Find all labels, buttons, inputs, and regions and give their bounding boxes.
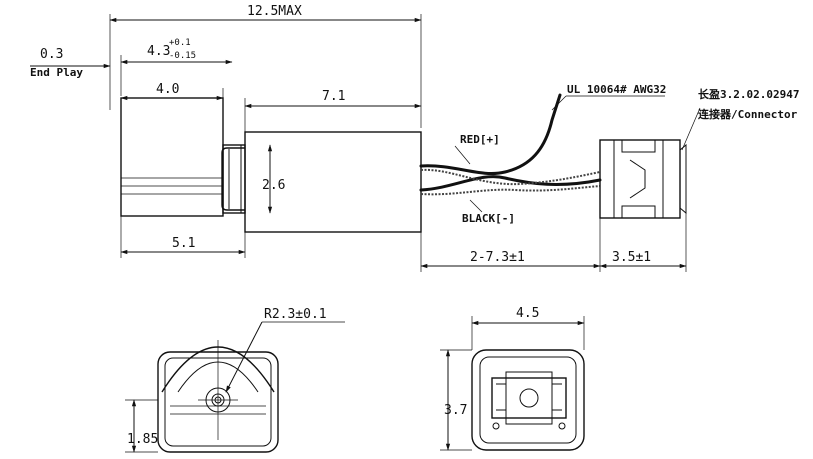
bearing-boss bbox=[222, 144, 246, 214]
front-height-dim: 1.85 bbox=[127, 432, 158, 447]
end-play-label: End Play bbox=[30, 66, 83, 79]
connector-label: 连接器/Connector bbox=[698, 107, 798, 121]
svg-text:-0.15: -0.15 bbox=[169, 51, 196, 61]
weight-length-dim: 4.0 bbox=[156, 82, 179, 97]
eccentric-weight bbox=[120, 97, 224, 217]
part-number-label: 长盈3.2.02.02947 bbox=[698, 87, 799, 101]
connector-length-dim: 3.5±1 bbox=[612, 250, 651, 265]
svg-text:+0.1: +0.1 bbox=[169, 38, 191, 48]
black-wire-label: BLACK[-] bbox=[462, 212, 515, 225]
end-width-dim: 4.5 bbox=[516, 306, 539, 321]
housing-length-dim: 4.3 bbox=[147, 44, 170, 59]
body-length-dim: 7.1 bbox=[322, 89, 345, 104]
side-view: 12.5MAX 4.3 +0.1 -0.15 0.3 End Play 4.0 … bbox=[30, 4, 799, 272]
overall-length-dim: 12.5MAX bbox=[247, 4, 302, 19]
end-play-dim: 0.3 bbox=[40, 47, 63, 62]
radius-dim: R2.3±0.1 bbox=[264, 307, 327, 322]
motor-body bbox=[244, 131, 422, 233]
lead-wires bbox=[419, 93, 602, 196]
end-height-dim: 3.7 bbox=[444, 403, 467, 418]
weight-to-body-dim: 5.1 bbox=[172, 236, 195, 251]
end-view: 4.5 3.7 bbox=[440, 306, 585, 451]
wire-spec-label: UL 10064# AWG32 bbox=[567, 83, 666, 96]
front-view: R2.3±0.1 1.85 bbox=[125, 307, 345, 453]
wire-length-dim: 2-7.3±1 bbox=[470, 250, 525, 265]
connector bbox=[599, 139, 687, 219]
red-wire-label: RED[+] bbox=[460, 133, 500, 146]
shaft-diameter-dim: 2.6 bbox=[262, 178, 285, 193]
